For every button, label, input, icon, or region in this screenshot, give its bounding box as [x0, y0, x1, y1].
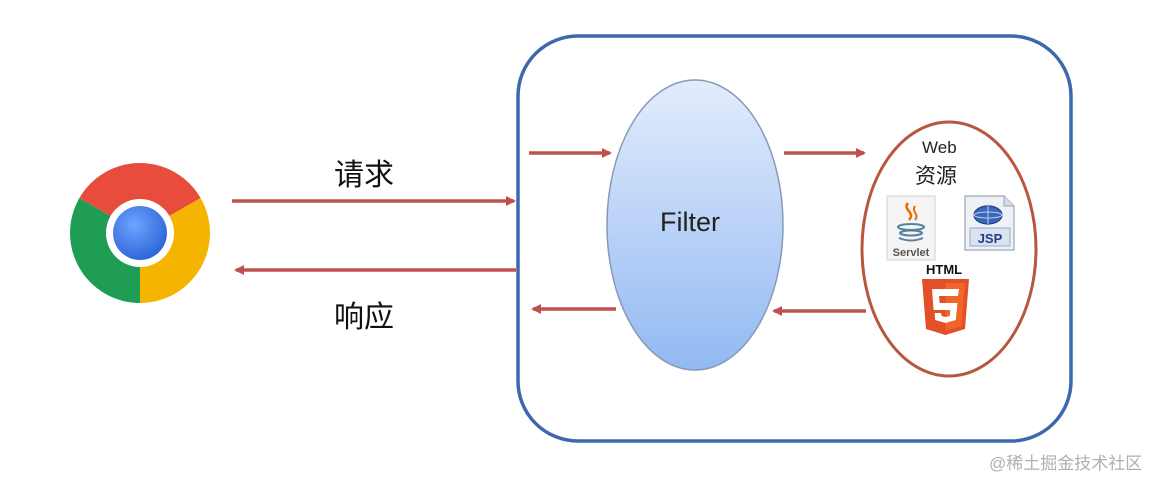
jsp-icon-label: JSP [978, 231, 1003, 246]
web-resource-label-line1: Web [922, 138, 957, 157]
servlet-icon-label: Servlet [893, 247, 930, 259]
response-label: 响应 [334, 301, 394, 334]
web-resource-label-line2: 资源 [915, 165, 957, 188]
html5-icon [922, 279, 969, 335]
jsp-icon: JSP [964, 195, 1015, 251]
html5-icon-label: HTML [926, 262, 963, 277]
chrome-browser-icon [70, 163, 210, 303]
watermark: @稀土掘金技术社区 [989, 454, 1143, 473]
filter-label: Filter [660, 207, 720, 237]
java-servlet-icon: Servlet [886, 195, 936, 261]
filter-container [516, 34, 1073, 443]
filter-ellipse [606, 79, 784, 371]
request-label: 请求 [334, 159, 394, 192]
web-resource-ellipse [860, 120, 1038, 378]
